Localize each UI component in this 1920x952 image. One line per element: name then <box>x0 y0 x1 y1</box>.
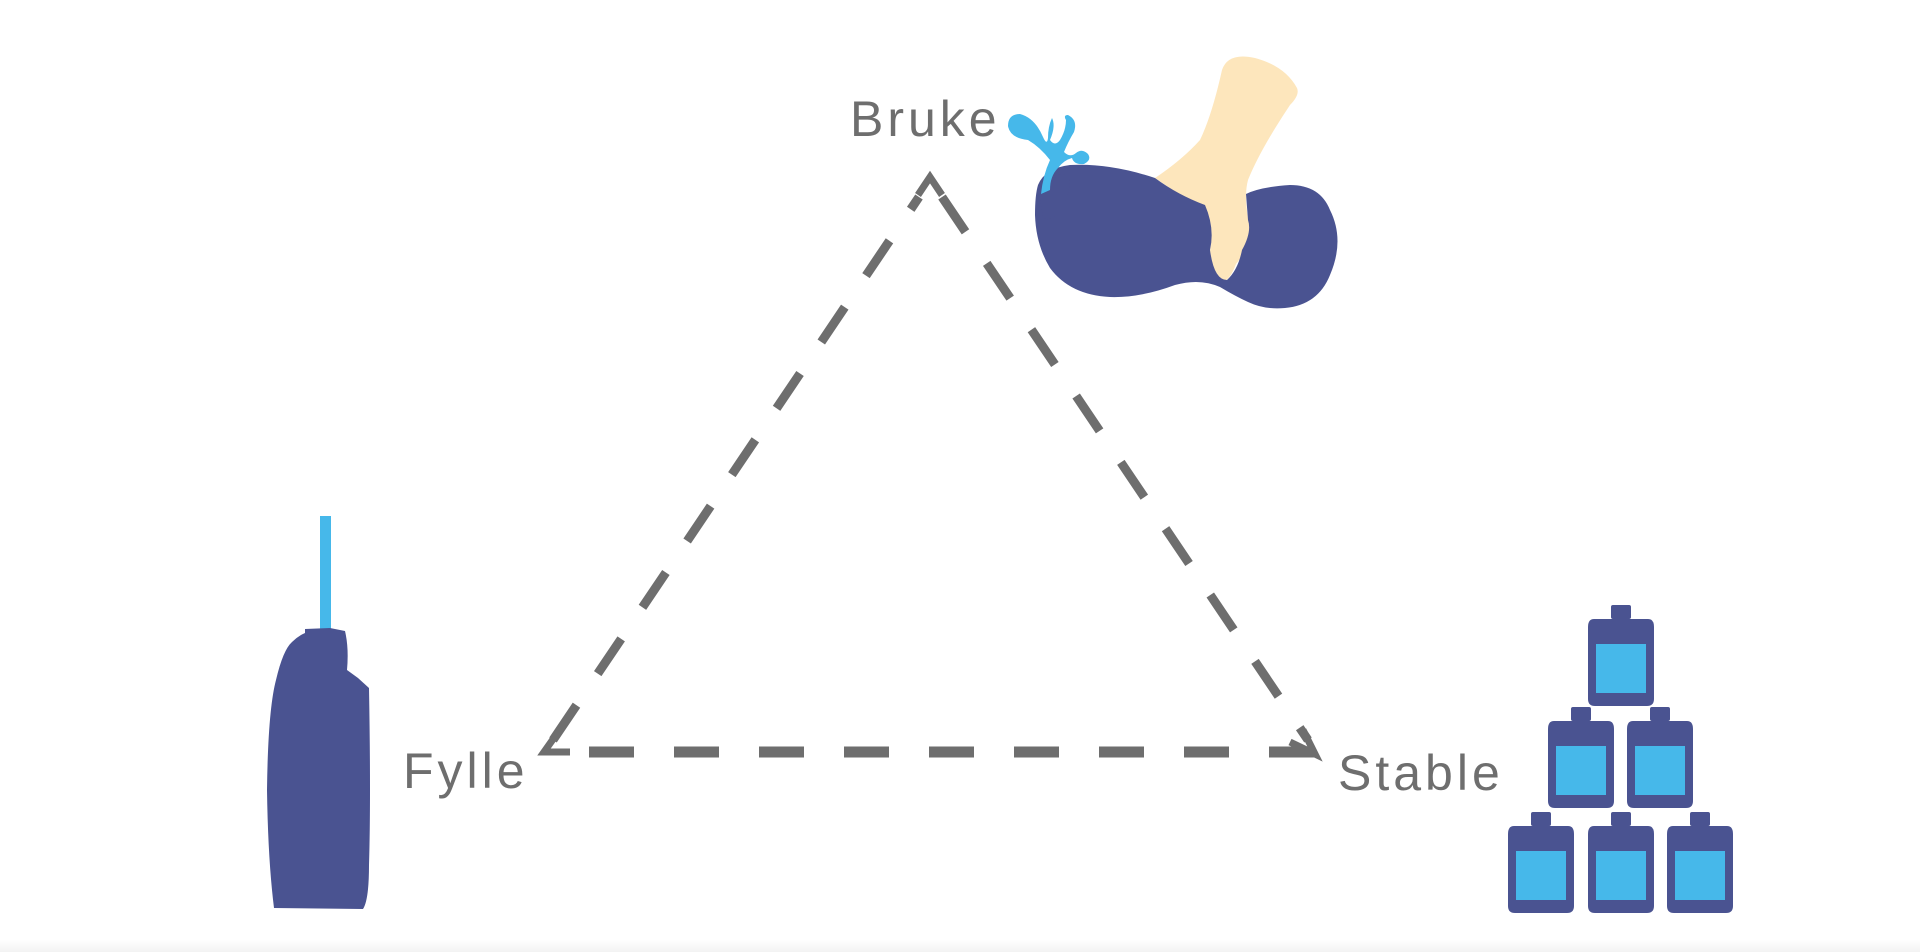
squeezed-bottle <box>1035 164 1338 309</box>
stacked-bottle-bottom-left <box>1508 812 1574 913</box>
arrowhead-bruke <box>915 170 945 197</box>
arrow-bruke-to-stable <box>938 194 1312 743</box>
node-label-stable: Stable <box>1338 745 1504 801</box>
bottom-edge-shade <box>0 940 1920 952</box>
filling-stream <box>320 516 331 636</box>
cycle-arrows <box>537 170 1323 762</box>
node-label-bruke: Bruke <box>850 91 1001 147</box>
liquid-squirt <box>1008 114 1090 194</box>
arrow-fylle-to-bruke <box>549 194 923 743</box>
arrowhead-stable <box>1288 728 1323 762</box>
node-label-fylle: Fylle <box>403 743 529 799</box>
filling-bottle <box>267 628 370 909</box>
arrowhead-fylle <box>537 732 570 756</box>
stacked-bottle-bottom-right <box>1667 812 1733 913</box>
squeezing-hand <box>1155 56 1298 281</box>
stacked-bottles-icon <box>1508 605 1733 913</box>
stacked-bottle-top <box>1588 605 1654 706</box>
bottle-squeezed-by-hand-icon <box>1008 56 1338 309</box>
bottle-nozzle <box>1040 174 1070 220</box>
stacked-bottle-middle-right <box>1627 707 1693 808</box>
bottle-being-filled-icon <box>267 516 370 909</box>
stacked-bottle-middle-left <box>1548 707 1614 808</box>
stacked-bottle-bottom-center <box>1588 812 1654 913</box>
